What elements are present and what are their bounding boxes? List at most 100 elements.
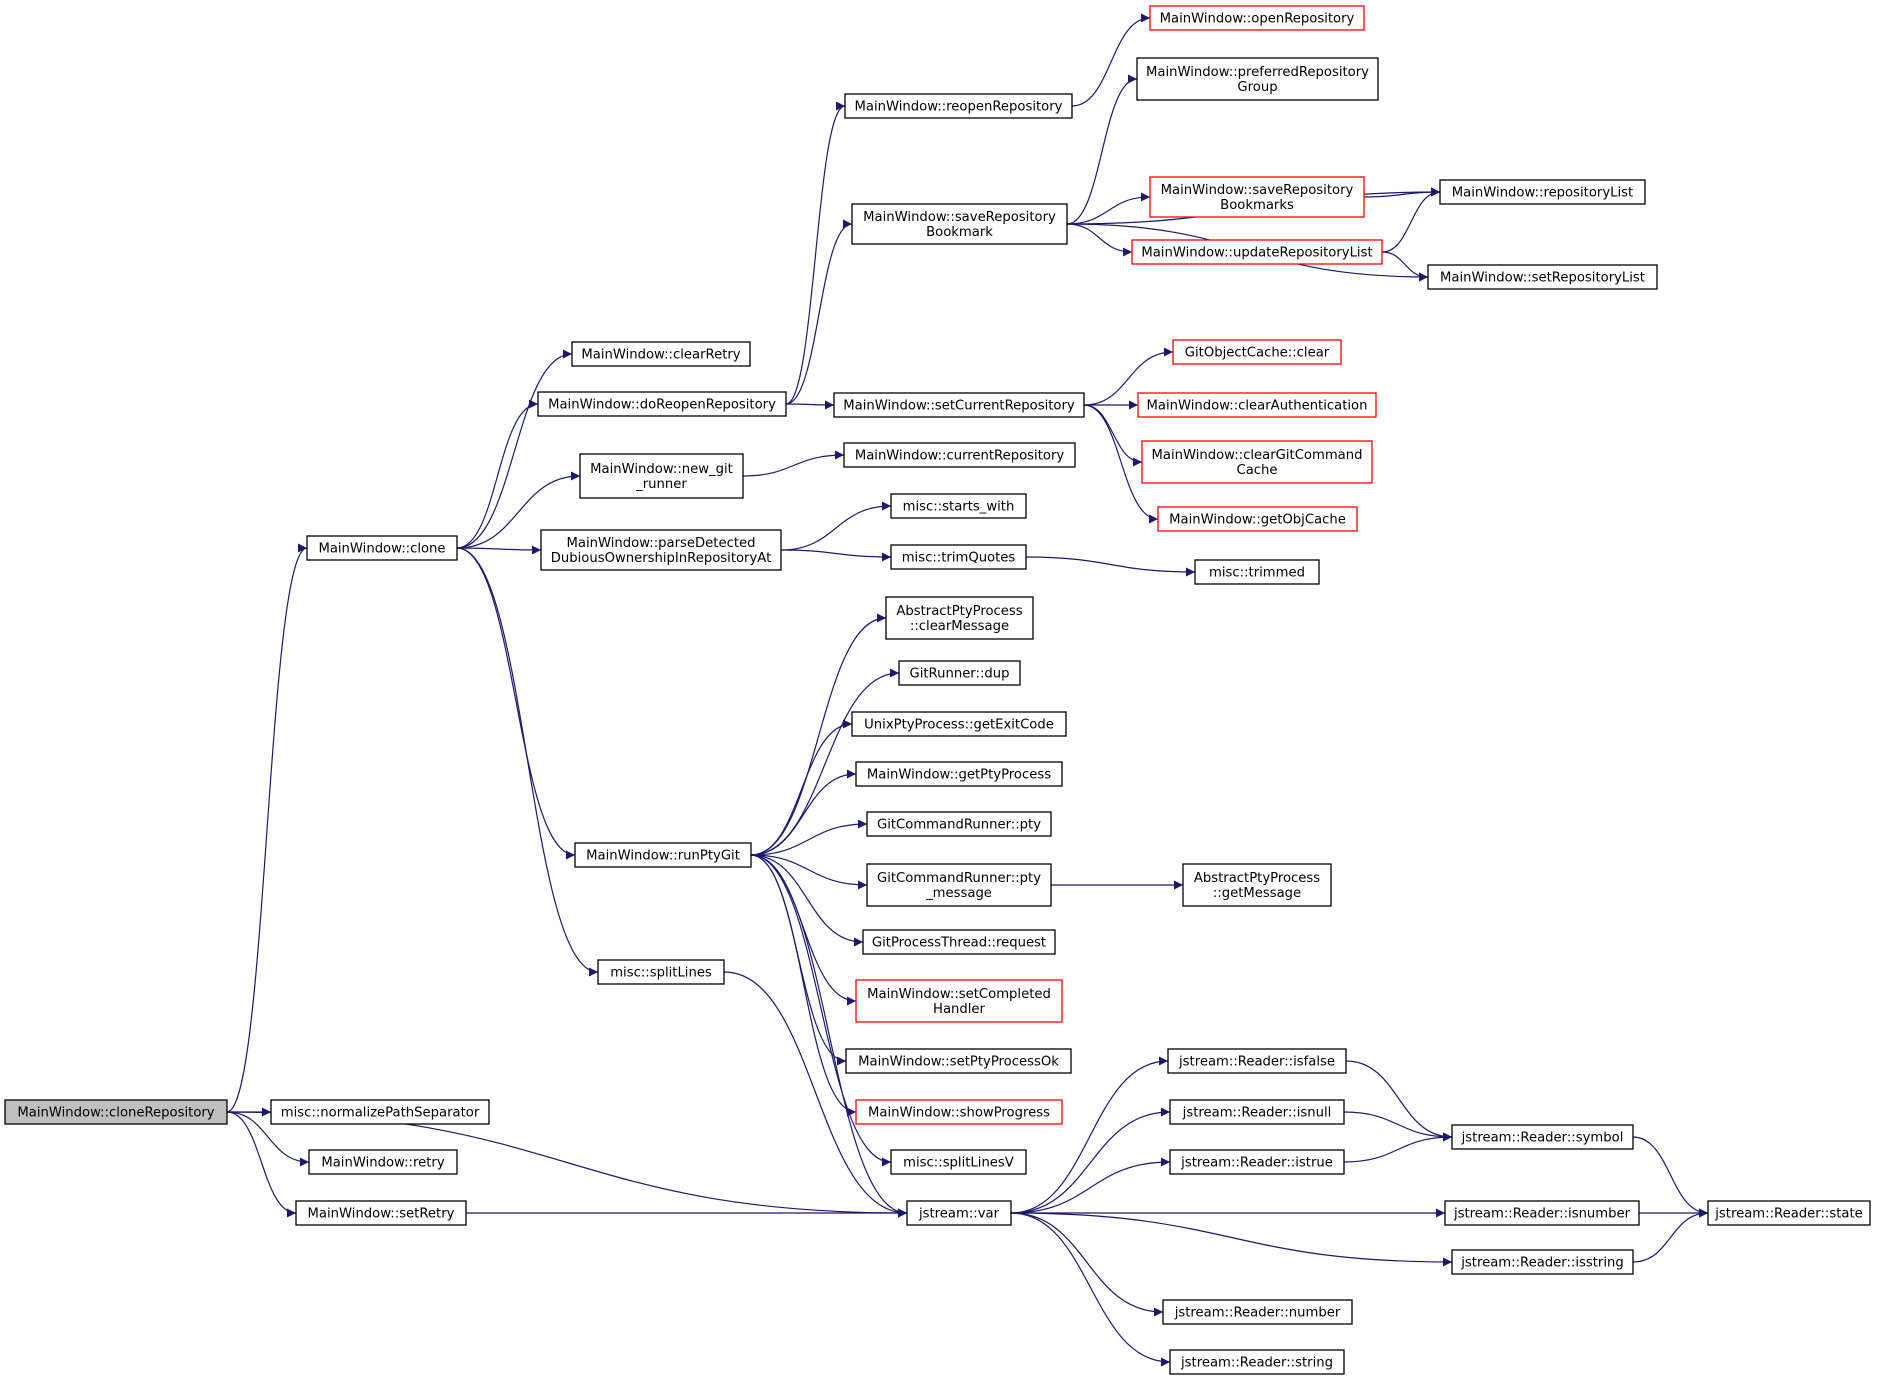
- node-box: [1439, 179, 1646, 205]
- node-retry[interactable]: MainWindow::retry: [308, 1149, 458, 1175]
- call-edge-var-to-isnull: [1010, 1107, 1171, 1214]
- node-getPtyProcess[interactable]: MainWindow::getPtyProcess: [855, 761, 1063, 787]
- node-state[interactable]: jstream::Reader::state: [1707, 1200, 1871, 1226]
- node-reopenRepository[interactable]: MainWindow::reopenRepository: [844, 93, 1073, 119]
- node-new_git_runner[interactable]: MainWindow::new_git_runner: [579, 453, 744, 499]
- node-box: [579, 453, 744, 499]
- node-box: [308, 1149, 458, 1175]
- node-string[interactable]: jstream::Reader::string: [1169, 1349, 1345, 1375]
- node-parseDetected[interactable]: MainWindow::parseDetectedDubiousOwnershi…: [540, 529, 782, 571]
- node-setPtyProcessOk[interactable]: MainWindow::setPtyProcessOk: [845, 1048, 1072, 1074]
- node-dup[interactable]: GitRunner::dup: [898, 660, 1021, 686]
- node-getExitCode[interactable]: UnixPtyProcess::getExitCode: [851, 711, 1067, 737]
- node-box: [890, 1149, 1027, 1175]
- node-splitLines[interactable]: misc::splitLines: [597, 959, 725, 985]
- node-box: [855, 1099, 1063, 1125]
- node-box: [833, 392, 1085, 418]
- node-box: [1162, 1299, 1353, 1325]
- node-clearRetry[interactable]: MainWindow::clearRetry: [571, 341, 751, 367]
- node-label: MainWindow::getPtyProcess: [867, 768, 1051, 783]
- node-isnumber[interactable]: jstream::Reader::isnumber: [1444, 1200, 1640, 1226]
- node-currentRepository[interactable]: MainWindow::currentRepository: [843, 442, 1076, 468]
- node-trimmed[interactable]: misc::trimmed: [1194, 559, 1320, 585]
- node-pty[interactable]: GitCommandRunner::pty: [866, 811, 1052, 837]
- node-label: MainWindow::clearAuthentication: [1147, 399, 1368, 414]
- node-setRepositoryList[interactable]: MainWindow::setRepositoryList: [1427, 264, 1658, 290]
- node-box: [855, 979, 1063, 1023]
- node-request[interactable]: GitProcessThread::request: [862, 929, 1056, 955]
- node-getObjCache[interactable]: MainWindow::getObjCache: [1157, 506, 1358, 532]
- node-isstring[interactable]: jstream::Reader::isstring: [1451, 1249, 1634, 1275]
- node-label: GitCommandRunner::pty: [877, 818, 1041, 833]
- node-isfalse[interactable]: jstream::Reader::isfalse: [1167, 1048, 1347, 1074]
- node-box: [1451, 1124, 1634, 1150]
- node-box: [1172, 339, 1342, 365]
- node-box: [851, 711, 1067, 737]
- node-box: [866, 863, 1052, 907]
- node-symbol[interactable]: jstream::Reader::symbol: [1451, 1124, 1634, 1150]
- node-isnull[interactable]: jstream::Reader::isnull: [1169, 1099, 1345, 1125]
- node-label: misc::trimQuotes: [902, 551, 1016, 566]
- node-label: jstream::Reader::isfalse: [1178, 1055, 1335, 1070]
- node-istrue[interactable]: jstream::Reader::istrue: [1169, 1149, 1345, 1175]
- node-box: [851, 203, 1068, 245]
- node-number[interactable]: jstream::Reader::number: [1162, 1299, 1353, 1325]
- node-label: Bookmark: [926, 225, 993, 240]
- node-label: MainWindow::runPtyGit: [586, 849, 740, 864]
- node-showProgress[interactable]: MainWindow::showProgress: [855, 1099, 1063, 1125]
- node-updateRepositoryList[interactable]: MainWindow::updateRepositoryList: [1131, 239, 1383, 265]
- node-clone[interactable]: MainWindow::clone: [306, 535, 458, 561]
- node-pty_message[interactable]: GitCommandRunner::pty_message: [866, 863, 1052, 907]
- node-openRepository[interactable]: MainWindow::openRepository: [1149, 5, 1365, 31]
- node-box: [1141, 440, 1373, 484]
- call-edge-runPtyGit-to-dup: [750, 668, 900, 856]
- node-label: Cache: [1236, 463, 1277, 478]
- call-edge-istrue-to-symbol: [1343, 1132, 1453, 1163]
- node-label: jstream::Reader::state: [1714, 1207, 1863, 1222]
- call-edge-var-to-string: [1010, 1212, 1171, 1367]
- node-getMessage[interactable]: AbstractPtyProcess::getMessage: [1182, 863, 1332, 907]
- node-label: MainWindow::reopenRepository: [855, 100, 1063, 115]
- node-label: MainWindow::cloneRepository: [17, 1106, 214, 1121]
- node-starts_with[interactable]: misc::starts_with: [890, 493, 1027, 519]
- node-label: MainWindow::preferredRepository: [1146, 65, 1369, 80]
- call-edge-parseDetected-to-trimQuotes: [780, 549, 892, 562]
- node-box: [1707, 1200, 1871, 1226]
- node-label: misc::starts_with: [903, 500, 1015, 515]
- node-repositoryList[interactable]: MainWindow::repositoryList: [1439, 179, 1646, 205]
- node-clearMessage[interactable]: AbstractPtyProcess::clearMessage: [885, 596, 1034, 640]
- call-edge-runPtyGit-to-getPtyProcess: [750, 769, 857, 856]
- node-clearAuthentication[interactable]: MainWindow::clearAuthentication: [1137, 392, 1377, 418]
- node-runPtyGit[interactable]: MainWindow::runPtyGit: [574, 842, 752, 868]
- call-edge-updateRepositoryList-to-repositoryList: [1381, 187, 1441, 253]
- call-edge-updateRepositoryList-to-setRepositoryList: [1381, 251, 1429, 282]
- call-edge-isfalse-to-symbol: [1345, 1060, 1453, 1142]
- node-label: AbstractPtyProcess: [896, 604, 1022, 619]
- node-gocClear[interactable]: GitObjectCache::clear: [1172, 339, 1342, 365]
- node-var[interactable]: jstream::var: [906, 1200, 1012, 1226]
- call-edge-cloneRepository-to-setRetry: [226, 1111, 297, 1218]
- call-edge-parseDetected-to-starts_with: [780, 501, 892, 551]
- node-label: Handler: [933, 1002, 986, 1017]
- call-edge-runPtyGit-to-var: [750, 854, 908, 1218]
- node-normalizePathSeparator[interactable]: misc::normalizePathSeparator: [270, 1099, 490, 1125]
- node-label: MainWindow::retry: [321, 1156, 444, 1171]
- node-label: MainWindow::setPtyProcessOk: [858, 1055, 1059, 1070]
- node-box: [862, 929, 1056, 955]
- node-doReopenRepository[interactable]: MainWindow::doReopenRepository: [537, 391, 787, 417]
- node-setCurrentRepository[interactable]: MainWindow::setCurrentRepository: [833, 392, 1085, 418]
- node-box: [1451, 1249, 1634, 1275]
- node-label: MainWindow::setCompleted: [867, 987, 1051, 1002]
- node-cloneRepository[interactable]: MainWindow::cloneRepository: [4, 1099, 228, 1125]
- call-edge-var-to-istrue: [1010, 1157, 1171, 1214]
- node-setRetry[interactable]: MainWindow::setRetry: [295, 1200, 467, 1226]
- node-label: misc::splitLinesV: [903, 1156, 1014, 1171]
- node-trimQuotes[interactable]: misc::trimQuotes: [890, 544, 1027, 570]
- node-box: [571, 341, 751, 367]
- node-splitLinesV[interactable]: misc::splitLinesV: [890, 1149, 1027, 1175]
